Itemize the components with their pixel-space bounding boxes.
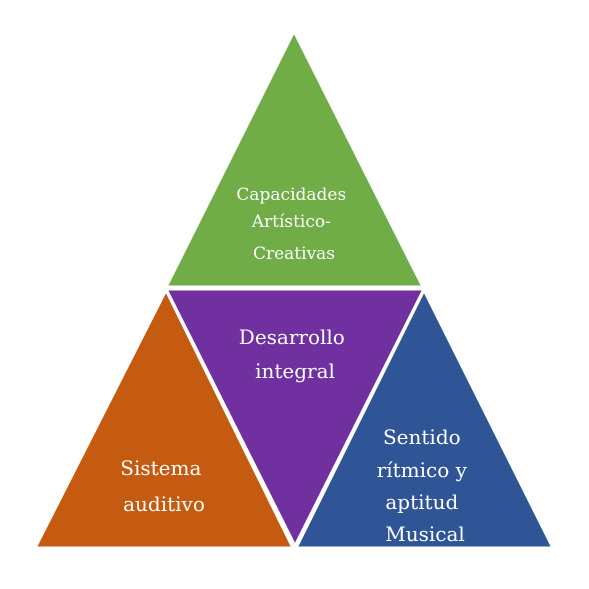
segment-left-line-2: auditivo — [123, 492, 205, 516]
segment-right-line-2: rítmico y — [377, 458, 468, 482]
segment-top-label: Capacidades Artístico- Creativas — [236, 185, 351, 264]
segment-right-line-4: Musical — [385, 522, 465, 546]
segment-left-line-1: Sistema — [120, 456, 201, 480]
segment-top-triangle — [163, 27, 426, 289]
segment-top-line-1: Capacidades — [236, 185, 346, 205]
segment-center-label: Desarrollo integral — [239, 325, 351, 383]
segment-left-label: Sistema auditivo — [120, 456, 207, 516]
segment-right-line-3: aptitud — [385, 490, 458, 514]
segment-right-line-1: Sentido — [383, 425, 461, 449]
segment-top-line-2: Artístico- — [251, 212, 331, 232]
segment-top-line-3: Creativas — [253, 244, 335, 264]
segment-right-label: Sentido rítmico y aptitud Musical — [377, 425, 474, 546]
segment-center-triangle — [163, 287, 427, 550]
segment-left-triangle — [32, 286, 296, 550]
segment-center-line-2: integral — [255, 359, 335, 383]
segment-center-line-1: Desarrollo — [239, 325, 345, 349]
